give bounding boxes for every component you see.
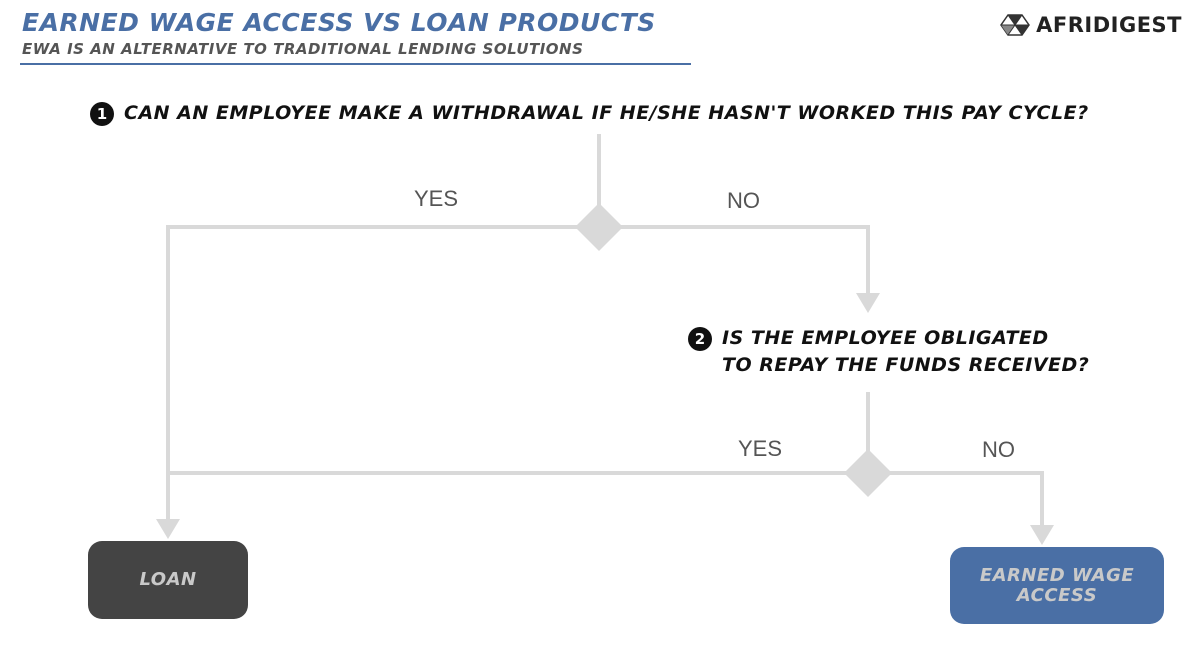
brand-name: AFRIDIGEST — [1036, 13, 1182, 37]
brand-logo: AFRIDIGEST — [1000, 10, 1182, 40]
q2-yes-label: YES — [738, 436, 783, 461]
ewa-outcome-line-1: EARNED WAGE — [979, 564, 1135, 586]
question-1-text: CAN AN EMPLOYEE MAKE A WITHDRAWAL IF HE/… — [124, 102, 1089, 124]
geodesic-globe-icon — [1000, 14, 1031, 36]
loan-outcome-box: LOAN — [88, 541, 248, 619]
q1-decision-diamond — [575, 203, 623, 251]
title-divider — [20, 63, 691, 65]
question-2-number: 2 — [688, 327, 712, 351]
ewa-outcome-box: EARNED WAGE ACCESS — [950, 547, 1164, 624]
q2-decision-diamond — [844, 449, 892, 497]
ewa-arrowhead — [1030, 525, 1054, 545]
page-subtitle: EWA IS AN ALTERNATIVE TO TRADITIONAL LEN… — [22, 40, 584, 58]
q2-arrowhead — [856, 293, 880, 313]
q1-yes-label: YES — [414, 186, 459, 211]
question-1: 1 CAN AN EMPLOYEE MAKE A WITHDRAWAL IF H… — [90, 100, 1089, 127]
q1-no-label: NO — [727, 188, 760, 213]
question-2-text: IS THE EMPLOYEE OBLIGATED TO REPAY THE F… — [722, 325, 1089, 379]
question-2-line-2: TO REPAY THE FUNDS RECEIVED? — [722, 354, 1090, 376]
ewa-outcome-line-2: ACCESS — [1016, 584, 1098, 606]
page-title: EARNED WAGE ACCESS VS LOAN PRODUCTS — [22, 8, 656, 37]
question-1-number: 1 — [90, 101, 114, 126]
loan-arrowhead — [156, 519, 180, 539]
question-2: 2 IS THE EMPLOYEE OBLIGATED TO REPAY THE… — [688, 325, 1089, 379]
q2-no-label: NO — [982, 437, 1015, 462]
question-2-line-1: IS THE EMPLOYEE OBLIGATED — [722, 327, 1049, 349]
loan-outcome-label: LOAN — [139, 569, 197, 590]
